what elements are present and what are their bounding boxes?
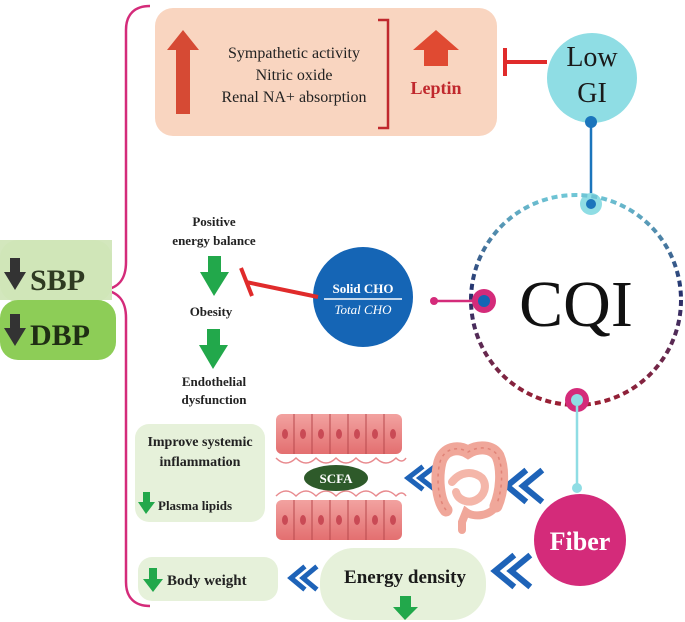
energy-density-label: Energy density xyxy=(344,567,466,588)
chevron-left-icon xyxy=(502,467,545,505)
low-gi-node: Low GI xyxy=(547,33,637,123)
plasma-lipids-label: Plasma lipids xyxy=(158,498,232,513)
green-down-arrow-icon xyxy=(199,329,228,369)
leptin-label: Leptin xyxy=(410,78,461,98)
cho-ring-node-core xyxy=(478,295,490,307)
colon-icon xyxy=(431,441,509,534)
endothelial-line1: Endothelial xyxy=(182,374,247,389)
chevron-left-icon xyxy=(287,564,319,592)
fiber-ring-node-core xyxy=(571,394,583,406)
green-down-arrow-icon xyxy=(143,568,163,592)
green-down-arrow-icon xyxy=(200,256,229,296)
chevron-left-icon xyxy=(490,552,533,590)
fiber-node: Fiber xyxy=(534,494,626,586)
low-gi-line1: Low xyxy=(566,42,618,73)
effect-nitric-oxide: Nitric oxide xyxy=(256,67,333,84)
cho-connector-dot xyxy=(430,297,438,305)
sbp-down-arrow-icon xyxy=(4,258,26,290)
obesity-label: Obesity xyxy=(190,304,233,319)
effect-renal-na: Renal NA+ absorption xyxy=(222,89,367,106)
fiber-connector-dot xyxy=(572,483,582,493)
obesity-chain: Positive energy balance Obesity Endothel… xyxy=(172,214,256,407)
leptin-bracket xyxy=(378,18,390,130)
effect-sympathetic: Sympathetic activity xyxy=(228,45,360,62)
fiber-label: Fiber xyxy=(550,527,611,556)
endothelial-line2: dysfunction xyxy=(181,392,247,407)
solid-cho-label: Solid CHO xyxy=(332,281,393,296)
scfa-label: SCFA xyxy=(320,471,354,486)
leptin-effects-box: Sympathetic activity Nitric oxide Renal … xyxy=(155,8,497,136)
positive-energy-line2: energy balance xyxy=(172,233,256,248)
sbp-label: SBP xyxy=(30,264,85,297)
inflammation-box: Improve systemic inflammation Plasma lip… xyxy=(135,424,265,522)
sbp-dbp-panel: SBP DBP xyxy=(0,240,116,360)
low-gi-line2: GI xyxy=(577,78,607,109)
low-gi-top-dot xyxy=(585,116,597,128)
green-down-arrow-icon xyxy=(138,492,155,514)
dbp-down-arrow-icon xyxy=(4,314,26,346)
cqi-label: CQI xyxy=(519,268,633,341)
energy-density-box: Energy density xyxy=(320,548,486,620)
body-weight-box: Body weight xyxy=(138,557,278,601)
leptin-up-arrow-icon xyxy=(413,30,459,66)
up-arrow-icon xyxy=(167,30,199,114)
inflammation-line1: Improve systemic xyxy=(147,435,252,450)
obesity-inhibit xyxy=(239,267,319,299)
low-gi-ring-node-core xyxy=(586,199,596,209)
green-down-arrow-icon xyxy=(393,596,418,620)
chevron-left-icon xyxy=(403,464,437,492)
total-cho-label: Total CHO xyxy=(335,302,393,317)
low-gi-inhibit xyxy=(503,48,547,76)
cho-ratio-node: Solid CHO Total CHO xyxy=(313,247,413,347)
dbp-label: DBP xyxy=(30,319,90,352)
positive-energy-line1: Positive xyxy=(192,214,236,229)
intestinal-tissue xyxy=(275,414,407,540)
inflammation-line2: inflammation xyxy=(160,455,241,470)
scfa-badge: SCFA xyxy=(304,465,368,491)
body-weight-label: Body weight xyxy=(167,573,247,589)
